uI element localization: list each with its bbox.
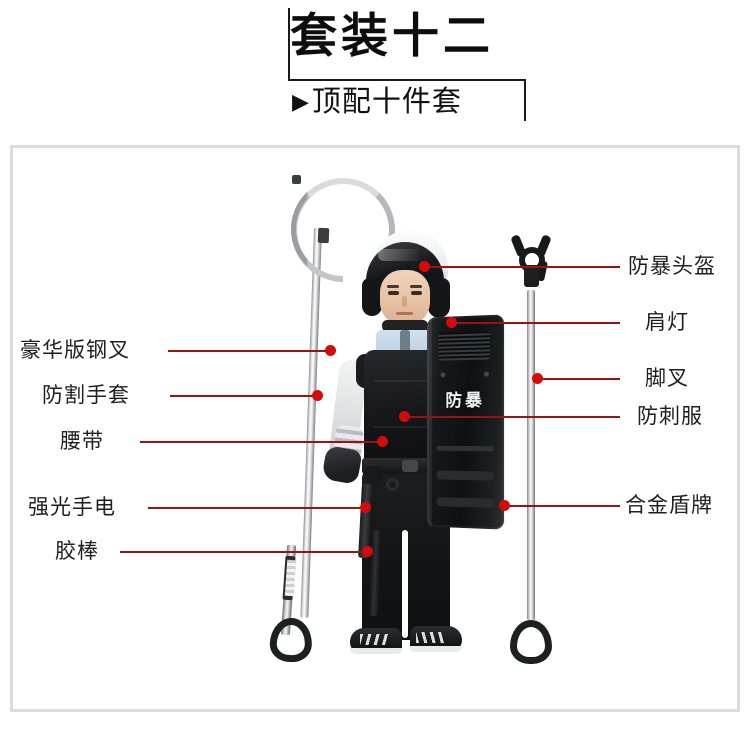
callout-label-right-4: 防刺服 xyxy=(637,404,703,428)
callout-leader-line-left-1 xyxy=(168,350,330,352)
callout-dot-right-3 xyxy=(532,373,543,384)
callout-leader-line-right-3 xyxy=(537,378,620,380)
callout-dot-left-2 xyxy=(312,390,323,401)
callout-dot-left-4 xyxy=(360,502,371,513)
title-rule-left xyxy=(288,8,290,80)
triangle-marker-icon: ▶ xyxy=(292,90,310,115)
callout-leader-line-left-5 xyxy=(120,551,368,553)
callout-dot-left-5 xyxy=(362,546,373,557)
page-subtitle: ▶顶配十件套 xyxy=(292,83,462,121)
callout-dot-left-1 xyxy=(325,345,336,356)
callout-label-left-5: 胶棒 xyxy=(55,539,99,563)
callout-label-left-2: 防割手套 xyxy=(42,383,130,407)
callout-leader-line-right-4 xyxy=(404,416,620,418)
page-subtitle-text: 顶配十件套 xyxy=(311,84,462,118)
callout-leader-line-right-1 xyxy=(424,266,620,268)
content-frame xyxy=(10,145,740,712)
callout-label-right-5: 合金盾牌 xyxy=(625,493,713,517)
title-block: 套装十二 ▶顶配十件套 xyxy=(0,0,750,130)
subtitle-rule-right xyxy=(524,79,526,121)
callout-leader-line-right-2 xyxy=(451,322,620,324)
callout-leader-line-left-3 xyxy=(140,441,383,443)
callout-leader-line-left-4 xyxy=(148,507,366,509)
callout-dot-right-1 xyxy=(419,261,430,272)
callout-dot-left-3 xyxy=(377,436,388,447)
callout-label-right-3: 脚叉 xyxy=(645,366,689,390)
callout-label-left-4: 强光手电 xyxy=(28,495,116,519)
callout-leader-line-left-2 xyxy=(170,395,318,397)
callout-label-left-1: 豪华版钢叉 xyxy=(20,338,130,362)
callout-dot-right-5 xyxy=(499,500,510,511)
callout-label-right-1: 防暴头盔 xyxy=(628,254,716,278)
callout-dot-right-4 xyxy=(399,411,410,422)
callout-label-left-3: 腰带 xyxy=(60,429,104,453)
callout-dot-right-2 xyxy=(446,317,457,328)
callout-leader-line-right-5 xyxy=(504,505,620,507)
page-title: 套装十二 xyxy=(290,9,494,64)
callout-label-right-2: 肩灯 xyxy=(645,310,689,334)
title-rule-bottom xyxy=(288,79,526,81)
